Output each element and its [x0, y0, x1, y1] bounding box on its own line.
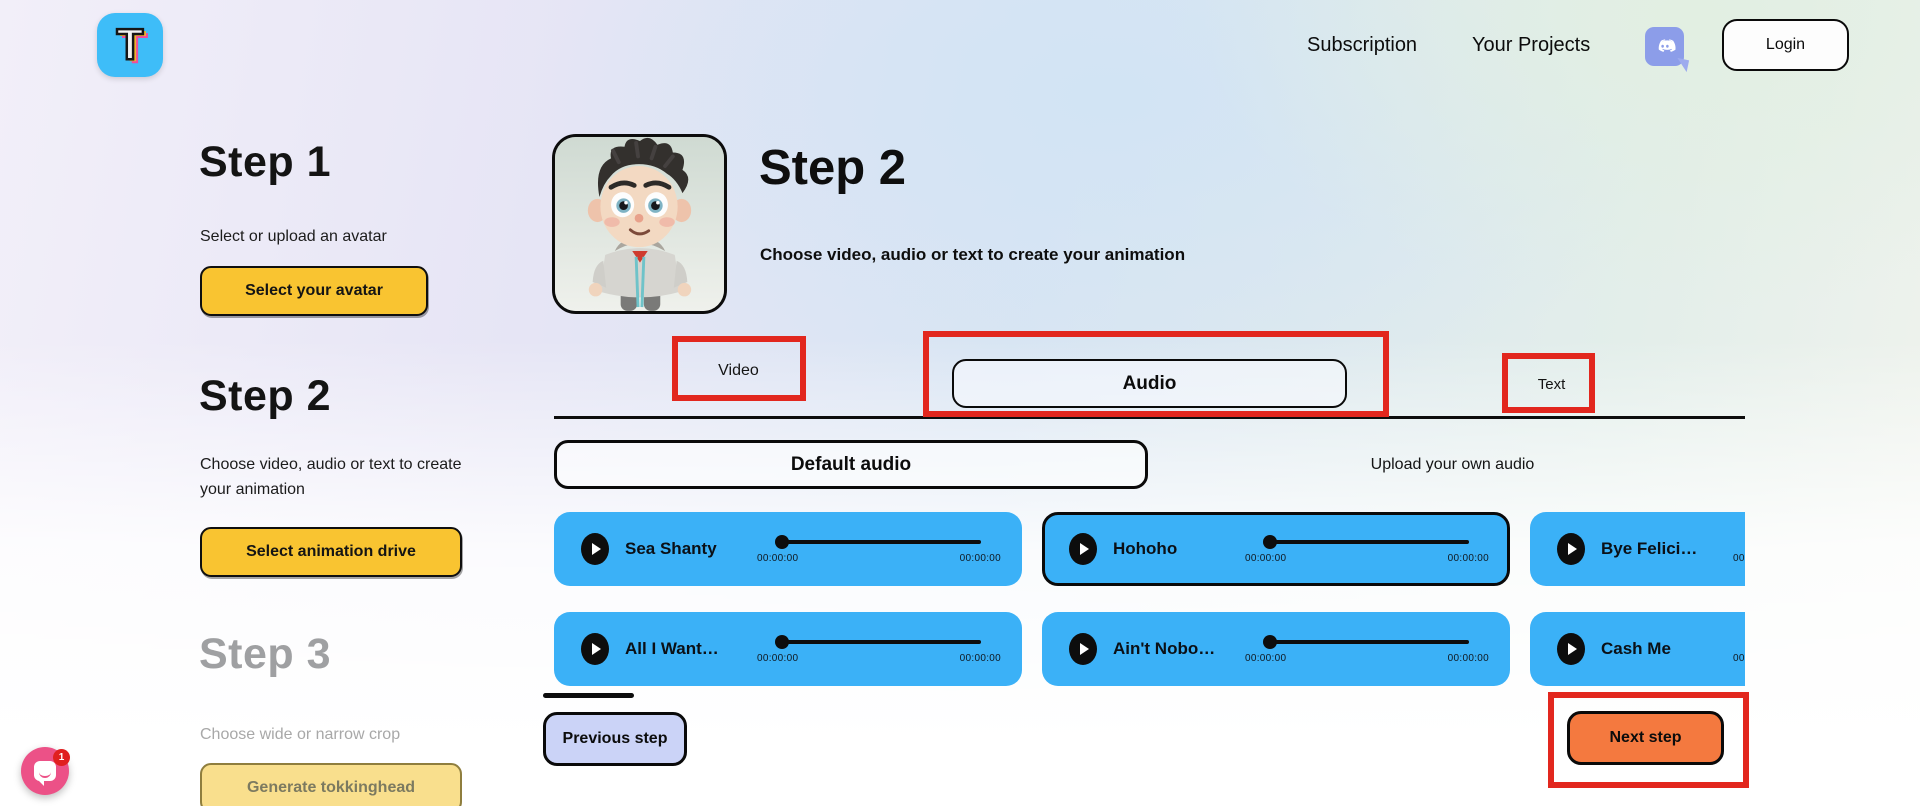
select-avatar-button[interactable]: Select your avatar	[200, 266, 428, 316]
play-icon[interactable]	[1557, 533, 1585, 565]
discord-button[interactable]	[1645, 27, 1684, 66]
time-current: 00:00:00	[757, 553, 799, 564]
logo-t-icon: T	[115, 20, 144, 69]
previous-step-button[interactable]: Previous step	[543, 712, 687, 766]
audio-progress-slider[interactable]: 00:00:00 00:00:00	[1245, 527, 1489, 571]
slider-track[interactable]	[1263, 535, 1469, 549]
sidebar-step2-description: Choose video, audio or text to create yo…	[200, 456, 462, 498]
avatar-boy-illustration	[555, 137, 724, 311]
time-current: 00:00:00	[757, 653, 799, 664]
play-icon[interactable]	[581, 633, 609, 665]
sidebar-step3-description: Choose wide or narrow crop	[200, 726, 401, 743]
tab-divider-line	[554, 416, 1745, 419]
default-audio-tab[interactable]: Default audio	[554, 440, 1148, 489]
tab-text[interactable]: Text	[1537, 375, 1566, 393]
play-icon[interactable]	[1069, 633, 1097, 665]
discord-icon	[1658, 38, 1676, 52]
tokkingheads-logo[interactable]: T	[97, 13, 163, 77]
slider-thumb[interactable]	[775, 635, 789, 649]
main-step-subtitle: Choose video, audio or text to create yo…	[760, 245, 1186, 264]
nav-subscription[interactable]: Subscription	[1307, 33, 1418, 56]
slider-track[interactable]	[1263, 635, 1469, 649]
time-total: 00:00:00	[959, 553, 1001, 564]
login-button[interactable]: Login	[1722, 19, 1849, 71]
play-triangle-icon	[1080, 643, 1089, 655]
slider-track[interactable]	[775, 635, 981, 649]
tab-audio-selected[interactable]: Audio	[952, 359, 1347, 408]
play-icon[interactable]	[581, 533, 609, 565]
audio-card-all-i-want[interactable]: All I Want… 00:00:00 00:00:00	[554, 612, 1022, 686]
slider-thumb[interactable]	[775, 535, 789, 549]
cards-horizontal-scrollbar[interactable]	[543, 693, 634, 698]
time-total: 00:00:00	[1447, 653, 1489, 664]
select-animation-drive-button[interactable]: Select animation drive	[200, 527, 462, 577]
chat-unread-badge: 1	[53, 749, 70, 766]
slider-track[interactable]	[775, 535, 981, 549]
play-triangle-icon	[592, 643, 601, 655]
sidebar-step2-title: Step 2	[199, 372, 332, 420]
play-icon[interactable]	[1069, 533, 1097, 565]
play-triangle-icon	[1568, 643, 1577, 655]
play-triangle-icon	[1568, 543, 1577, 555]
audio-card-title: Bye Felici…	[1601, 539, 1698, 558]
sidebar-step1-title: Step 1	[199, 138, 332, 186]
time-total: 00:00:00	[1447, 553, 1489, 564]
sidebar-step1-description: Select or upload an avatar	[200, 228, 387, 245]
audio-card-title: Sea Shanty	[625, 539, 717, 558]
slider-thumb[interactable]	[1263, 635, 1277, 649]
audio-card-hohoho-selected[interactable]: Hohoho 00:00:00 00:00:00	[1042, 512, 1510, 586]
audio-card-sea-shanty[interactable]: Sea Shanty 00:00:00 00:00:00	[554, 512, 1022, 586]
audio-card-title: Cash Me	[1601, 639, 1671, 658]
audio-cards-grid: Sea Shanty 00:00:00 00:00:00 Hohoho 00:00…	[554, 512, 1745, 686]
main-step-title: Step 2	[759, 141, 907, 195]
audio-card-title: Ain't Nobo…	[1113, 639, 1216, 658]
next-step-button[interactable]: Next step	[1567, 711, 1724, 765]
audio-card-title: All I Want…	[625, 639, 719, 658]
upload-own-audio-tab[interactable]: Upload your own audio	[1370, 455, 1535, 473]
tab-video[interactable]: Video	[718, 362, 759, 379]
audio-progress-slider[interactable]: 00:00:00 00:00:00	[757, 527, 1001, 571]
time-current: 00:00:00	[1733, 653, 1745, 664]
audio-card-title: Hohoho	[1113, 539, 1178, 558]
play-icon[interactable]	[1557, 633, 1585, 665]
nav-your-projects[interactable]: Your Projects	[1472, 33, 1591, 56]
time-current: 00:00:00	[1733, 553, 1745, 564]
time-total: 00:00:00	[959, 653, 1001, 664]
chat-bubble-icon	[34, 761, 56, 786]
play-triangle-icon	[1080, 543, 1089, 555]
chat-widget-button[interactable]	[21, 747, 69, 795]
sidebar-step3-title: Step 3	[199, 630, 332, 678]
time-current: 00:00:00	[1245, 553, 1287, 564]
generate-tokkinghead-button[interactable]: Generate tokkinghead	[200, 763, 462, 806]
audio-progress-slider[interactable]: 00:00:00 00:00:00	[757, 627, 1001, 671]
login-label: Login	[1765, 36, 1806, 53]
time-current: 00:00:00	[1245, 653, 1287, 664]
selected-avatar-image	[552, 134, 727, 314]
audio-cards-viewport: Sea Shanty 00:00:00 00:00:00 Hohoho 00:00…	[554, 512, 1745, 688]
audio-progress-slider[interactable]: 00:00:00 00:00:00	[1245, 627, 1489, 671]
audio-card-aint-nobody[interactable]: Ain't Nobo… 00:00:00 00:00:00	[1042, 612, 1510, 686]
slider-thumb[interactable]	[1263, 535, 1277, 549]
play-triangle-icon	[592, 543, 601, 555]
